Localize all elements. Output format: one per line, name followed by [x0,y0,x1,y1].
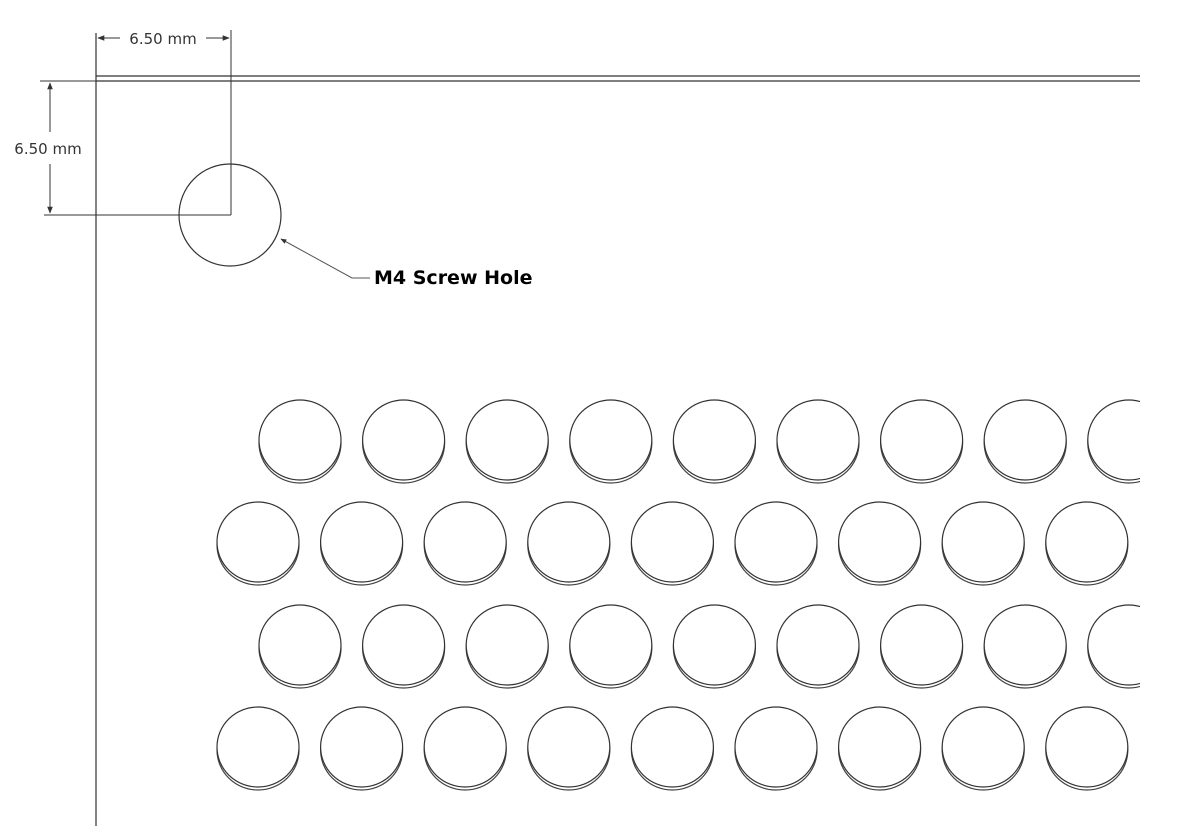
perforation-hole [320,501,404,586]
perforation-hole [423,706,507,791]
perforation-hole [216,501,300,586]
perforation-hole [258,604,342,689]
perforation-hole [672,604,757,689]
perforation-hole [983,604,1067,689]
perforation-hole [569,399,653,484]
perforation-hole [362,604,446,689]
perforation-hole [879,399,964,484]
perforation-hole [776,604,860,689]
horizontal-dimension [97,30,232,215]
perforation-hole [776,399,860,484]
perforation-hole [527,501,611,586]
perforation-hole [465,604,549,689]
perforation-hole [941,706,1025,791]
perforation-hole [1045,501,1129,586]
callout-leader [280,238,370,279]
perforation-hole [672,399,757,484]
plate-outline [95,33,1140,826]
perforation-hole [734,706,818,791]
perforation-hole [527,706,611,791]
perforation-hole [630,501,715,586]
perforation-hole [1045,706,1129,791]
perforation-hole [320,706,404,791]
perforation-hole [258,399,342,484]
perforation-hole [941,501,1025,586]
perforation-hole [465,399,549,484]
callout-label: M4 Screw Hole [374,267,532,289]
perforation-hole [216,706,300,791]
crop-mask [1140,370,1177,810]
vertical-dimension [40,80,231,216]
horizontal-dimension-label: 6.50 mm [129,30,196,48]
hole-pattern [216,399,1171,791]
perforation-hole [569,604,653,689]
perforation-hole [423,501,507,586]
perforation-hole [983,399,1067,484]
perforation-hole [630,706,715,791]
vertical-dimension-label: 6.50 mm [14,140,81,158]
perforation-hole [837,501,922,586]
perforation-hole [837,706,922,791]
perforation-hole [879,604,964,689]
screw-hole [178,163,282,267]
perforation-hole [362,399,446,484]
perforation-hole [734,501,818,586]
